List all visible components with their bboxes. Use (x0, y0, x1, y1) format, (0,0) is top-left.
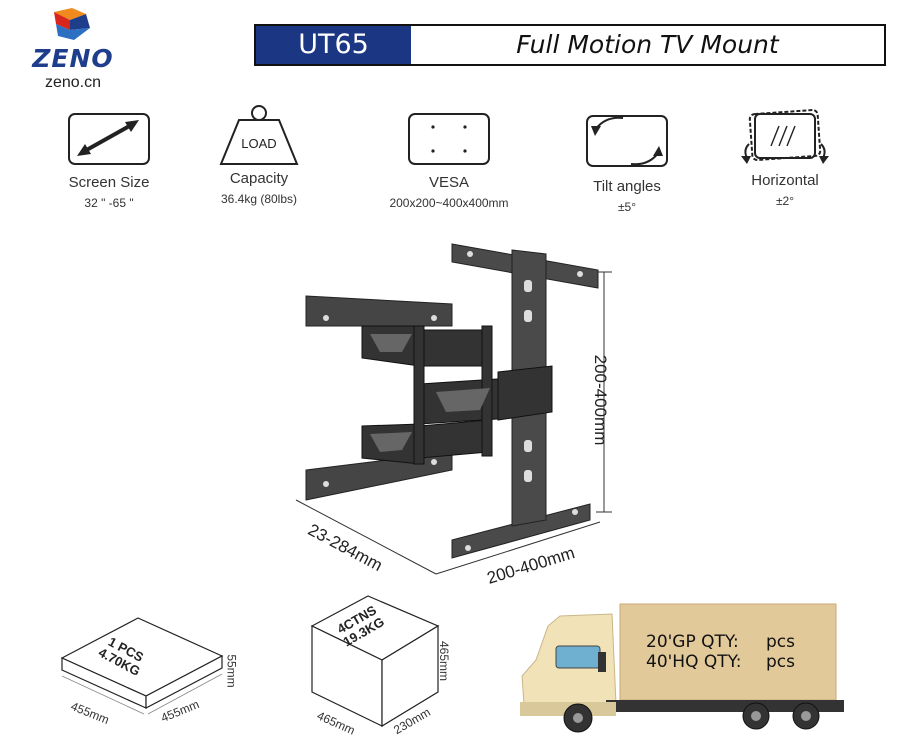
vesa-icon (408, 113, 490, 165)
spec-capacity: LOAD Capacity 36.4kg (80lbs) (174, 104, 344, 206)
spec-label: Horizontal (751, 172, 819, 189)
single-package-box (60, 617, 224, 715)
brand-logo: ZENO zeno.cn (14, 6, 132, 98)
spec-screen-size: Screen Size 32 " -65 " (24, 112, 194, 210)
spec-horizontal: Horizontal ±2° (700, 106, 870, 208)
shipping-truck (520, 603, 844, 733)
spec-value: ±5° (617, 200, 637, 214)
hq-qty-unit: pcs (766, 652, 795, 672)
spec-value: 36.4kg (80lbs) (220, 192, 298, 206)
weight-icon: LOAD (219, 105, 299, 165)
carton-box (310, 595, 440, 728)
spec-label: VESA (428, 174, 470, 191)
brand-website: zeno.cn (44, 74, 102, 91)
tilt-icon (586, 115, 668, 167)
spec-value: 200x200~400x400mm (389, 196, 509, 210)
gp-qty-label: 20'GP QTY: (646, 632, 739, 652)
spec-label: Capacity (229, 170, 289, 187)
spec-value: ±2° (775, 194, 795, 208)
gp-qty-unit: pcs (766, 632, 795, 652)
diagonal-arrow-icon (68, 113, 150, 165)
spec-tilt: Tilt angles ±5° (542, 112, 712, 214)
brand-wordmark: ZENO (32, 44, 114, 73)
header-bar: UT65 Full Motion TV Mount (254, 24, 886, 66)
hq-qty-label: 40'HQ QTY: (646, 652, 742, 672)
single-package-height: 55mm (224, 654, 239, 688)
spec-label: Tilt angles (593, 178, 661, 195)
spec-vesa: VESA 200x200~400x400mm (364, 112, 534, 210)
weight-icon-text: LOAD (241, 136, 276, 151)
horizontal-rotate-icon (741, 109, 829, 164)
product-title: Full Motion TV Mount (516, 30, 779, 59)
spec-label: Screen Size (68, 174, 150, 191)
zeno-logo-icon (54, 8, 90, 40)
spec-value: 32 " -65 " (84, 196, 134, 210)
vertical-dimension-label: 200-400mm (591, 354, 610, 446)
carton-height: 465mm (437, 640, 452, 682)
model-number: UT65 (256, 26, 411, 64)
tv-mount-illustration (295, 243, 612, 575)
